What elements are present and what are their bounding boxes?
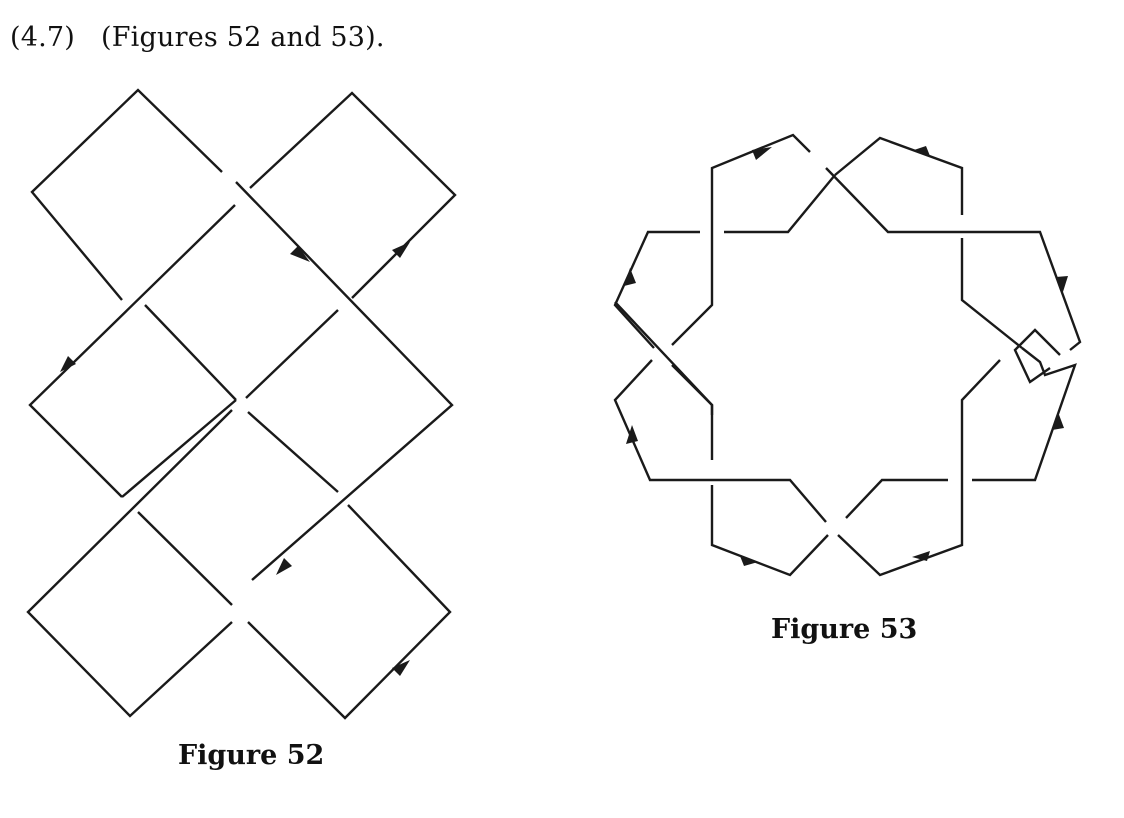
knot-strand — [613, 359, 827, 523]
knot-strand — [972, 347, 1077, 482]
knot-strand — [245, 309, 339, 399]
arrow-icon — [740, 556, 758, 566]
arrow-icon — [392, 242, 410, 258]
arrow-icon — [1056, 276, 1068, 295]
knot-strand — [837, 359, 1001, 577]
knot-strand — [249, 91, 457, 299]
knot-strand — [235, 181, 454, 581]
knot-strand — [247, 504, 452, 720]
arrow-icon — [1052, 412, 1064, 430]
equation-number: (4.7) — [10, 22, 76, 53]
knot-strand — [614, 301, 714, 415]
knot-strand — [671, 364, 714, 460]
knot-strand — [671, 133, 811, 346]
knot-strand — [144, 304, 237, 401]
arrow-icon — [912, 551, 930, 561]
knot-strand — [613, 230, 700, 349]
figure-53-knot-diagram — [613, 133, 1082, 577]
arrow-icon — [392, 660, 410, 676]
figure-52-knot-diagram — [26, 88, 457, 720]
figure-reference-line: (4.7) (Figures 52 and 53). — [10, 22, 385, 53]
figure-53-strands — [613, 133, 1082, 577]
arrow-icon — [752, 147, 772, 160]
knot-strand — [960, 238, 1023, 349]
figure-52-strands — [26, 88, 457, 720]
knot-strand — [825, 167, 1082, 351]
figure-53-arrows — [624, 146, 1068, 566]
arrow-icon — [624, 268, 636, 286]
arrow-icon — [914, 146, 930, 156]
figure-53-caption: Figure 53 — [771, 614, 918, 645]
knot-strand — [137, 511, 233, 606]
arrow-icon — [276, 558, 292, 575]
knot-strand — [834, 136, 964, 215]
figure-reference-text: (Figures 52 and 53). — [101, 22, 385, 53]
knot-strand — [1013, 328, 1061, 384]
figure-52-caption: Figure 52 — [178, 740, 325, 771]
knot-strand — [26, 409, 233, 718]
arrow-icon — [626, 425, 638, 444]
knot-strand — [30, 88, 223, 301]
knot-strand — [724, 174, 836, 234]
knot-strand — [845, 478, 948, 519]
knot-strand — [710, 485, 829, 577]
figure-52-arrows — [60, 242, 410, 676]
knot-strand — [121, 399, 237, 498]
arrow-icon — [60, 356, 76, 372]
arrow-icon — [290, 246, 310, 262]
knot-strand — [28, 204, 236, 498]
knot-strand — [247, 411, 339, 493]
